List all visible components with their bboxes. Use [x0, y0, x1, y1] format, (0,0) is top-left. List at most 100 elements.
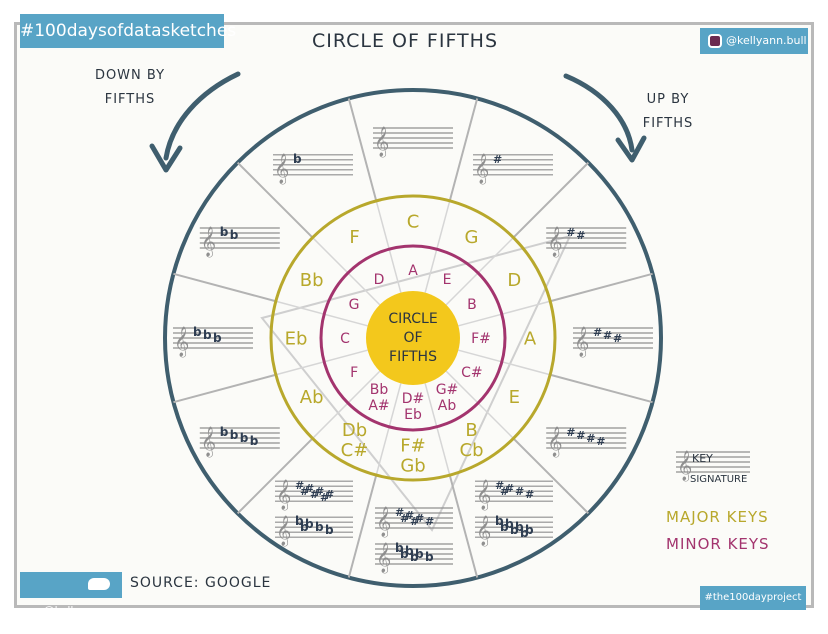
flat-symbol: b — [510, 523, 519, 537]
legend-minor-keys: MINOR KEYS — [666, 535, 770, 553]
outer-spoke — [173, 272, 277, 303]
major-key-label: D — [507, 270, 521, 291]
flat-symbol: b — [325, 523, 334, 537]
outer-spoke — [347, 474, 378, 578]
sharp-symbol: # — [325, 488, 334, 501]
treble-clef-icon: 𝄞 — [201, 426, 216, 458]
sharp-symbol: # — [505, 482, 514, 495]
down-by-fifths-label: DOWN BY FIFTHS — [82, 64, 178, 112]
up-arrow-head — [615, 135, 647, 163]
center-circle — [366, 291, 460, 385]
flat-symbol: b — [240, 431, 249, 445]
inner-spoke — [275, 349, 368, 376]
outer-spoke — [347, 98, 378, 202]
sharp-symbol: # — [395, 506, 404, 519]
minor-key-label: Bb — [370, 382, 389, 398]
page-title: CIRCLE OF FIFTHS — [311, 30, 499, 52]
flat-symbol: b — [230, 228, 239, 242]
down-label-line2: FIFTHS — [104, 92, 156, 107]
inner-spoke — [312, 370, 381, 439]
flat-symbol: b — [405, 544, 414, 558]
flat-symbol: b — [220, 225, 229, 239]
minor-key-label: G — [349, 297, 360, 313]
treble-clef-icon: 𝄞 — [276, 479, 291, 511]
major-key-label: G — [465, 227, 479, 248]
outer-spoke — [512, 437, 590, 515]
sharp-symbol: # — [425, 515, 434, 528]
flat-symbol: b — [220, 425, 229, 439]
sharp-symbol: # — [300, 485, 309, 498]
inner-spoke — [275, 300, 368, 327]
sharp-symbol: # — [295, 479, 304, 492]
inner-spoke — [458, 300, 551, 327]
key-signature-staff: 𝄞### — [573, 326, 653, 358]
up-label-line2: FIFTHS — [642, 116, 694, 131]
flat-symbol: b — [395, 541, 404, 555]
source-credit: SOURCE: GOOGLE — [130, 575, 272, 591]
sharp-symbol: # — [415, 512, 424, 525]
up-arrow-icon — [563, 73, 635, 153]
treble-clef-icon: 𝄞 — [474, 153, 489, 185]
sharp-symbol: # — [525, 488, 534, 501]
treble-clef-icon: 𝄞 — [376, 542, 391, 574]
flat-symbol: b — [500, 520, 509, 534]
sharp-symbol: # — [320, 491, 329, 504]
treble-clef-icon: 𝄞 — [201, 226, 216, 258]
outer-spoke — [236, 161, 314, 239]
flat-symbol: b — [415, 547, 424, 561]
center-label-line: CIRCLE — [388, 311, 437, 327]
inner-spoke — [375, 200, 402, 293]
minor-key-label: E — [443, 272, 452, 288]
inner-spoke — [375, 383, 402, 476]
sharp-symbol: # — [515, 485, 524, 498]
major-key-label: Ab — [300, 387, 324, 408]
hashtag-top-banner: #100daysofdatasketches — [20, 14, 236, 48]
hashtag-top-text: #100daysofdatasketches — [20, 21, 237, 41]
flat-symbol: b — [230, 428, 239, 442]
sharp-symbol: # — [315, 485, 324, 498]
outer-spoke — [173, 373, 277, 404]
key-signature-staff: 𝄞#### — [546, 426, 627, 458]
twitter-banner: @kellypower — [20, 572, 122, 617]
key-signature-staff: 𝄞 — [373, 126, 453, 158]
major-key-label: Eb — [285, 328, 308, 349]
treble-clef-icon: 𝄞 — [677, 450, 692, 482]
key-signature-staff: 𝄞## — [546, 226, 627, 258]
instagram-icon — [708, 34, 722, 48]
major-key-label: Cb — [460, 440, 484, 461]
key-signature-staff: 𝄞b — [273, 152, 353, 185]
minor-key-label: C — [340, 331, 350, 347]
sharp-symbol: # — [576, 429, 585, 442]
instagram-handle: @kellyann.bull — [726, 34, 807, 47]
treble-clef-icon: 𝄞 — [547, 226, 562, 258]
minor-key-label: D — [374, 272, 385, 288]
twitter-handle: @kellypower — [43, 604, 114, 617]
major-ring — [269, 194, 557, 482]
outer-spoke — [549, 272, 653, 303]
flat-symbol: b — [400, 547, 409, 561]
flat-symbol: b — [293, 152, 302, 166]
down-arrow-head — [149, 143, 183, 173]
inner-spoke — [424, 383, 451, 476]
minor-key-label: Eb — [404, 407, 422, 423]
sharp-symbol: # — [593, 326, 602, 339]
key-signature-staff: 𝄞# — [473, 153, 553, 185]
major-key-label: F# — [400, 435, 425, 456]
sharp-symbol: # — [566, 426, 575, 439]
minor-key-label: C# — [461, 365, 483, 381]
up-label-line1: UP BY — [646, 92, 690, 107]
sharp-symbol: # — [305, 482, 314, 495]
flat-symbol: b — [515, 520, 524, 534]
minor-key-label: A — [408, 263, 418, 279]
minor-key-label: G# — [436, 382, 459, 398]
inner-spoke — [445, 370, 514, 439]
sharp-symbol: # — [500, 485, 509, 498]
instagram-banner: @kellyann.bull — [700, 28, 808, 54]
outer-spoke — [512, 161, 590, 239]
inner-spoke — [424, 200, 451, 293]
flat-symbol: b — [315, 520, 324, 534]
sharp-symbol: # — [603, 329, 612, 342]
